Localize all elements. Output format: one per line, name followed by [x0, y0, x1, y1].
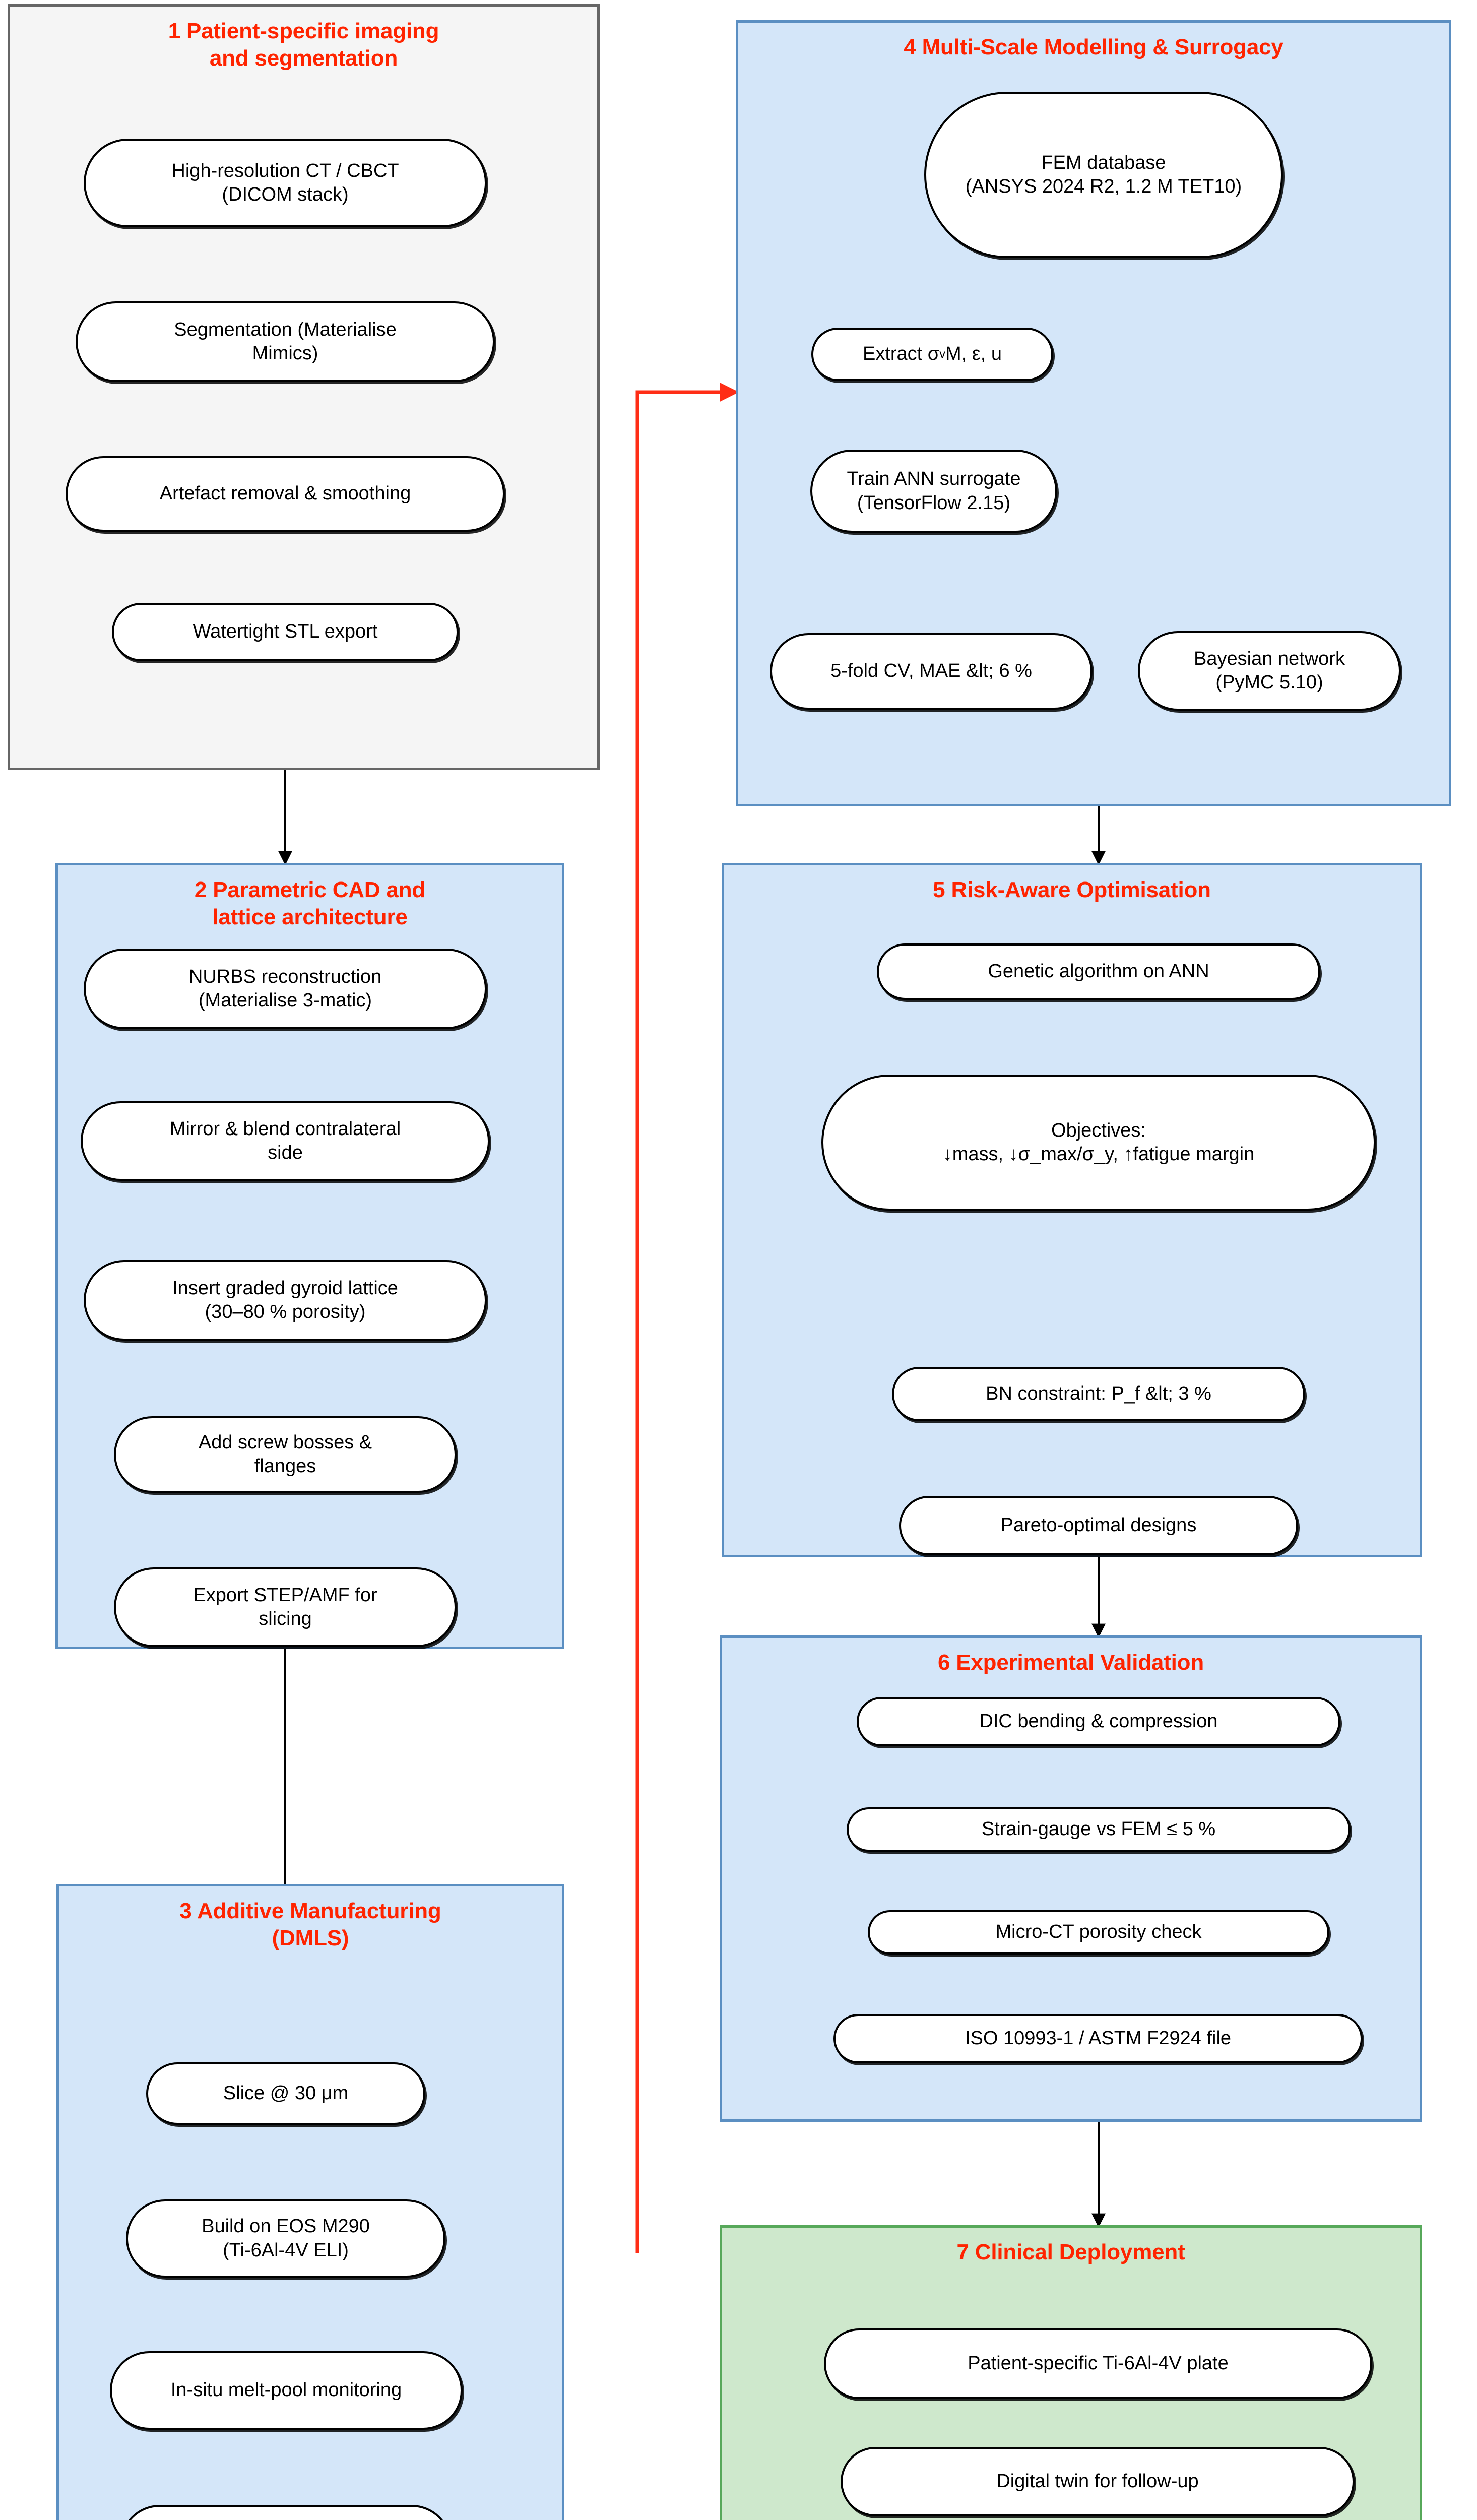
node-microct-porosity[interactable]: Micro-CT porosity check: [868, 1910, 1329, 1955]
node-gyroid-lattice[interactable]: Insert graded gyroid lattice (30–80 % po…: [84, 1260, 487, 1341]
node-high-resolution-ct[interactable]: High-resolution CT / CBCT (DICOM stack): [84, 139, 487, 227]
node-screw-bosses[interactable]: Add screw bosses & flanges: [114, 1416, 457, 1493]
node-mirror-blend[interactable]: Mirror & blend contralateral side: [81, 1101, 490, 1181]
node-strain-gauge[interactable]: Strain-gauge vs FEM ≤ 5 %: [847, 1807, 1351, 1852]
node-hip-polishing[interactable]: HIP 920 °C / 100 MPa 2 h + polishing: [120, 2505, 452, 2520]
node-bayesian-network[interactable]: Bayesian network (PyMC 5.10): [1138, 631, 1401, 711]
cluster-title-3: 3 Additive Manufacturing (DMLS): [179, 1899, 441, 1950]
cluster-title-4: 4 Multi-Scale Modelling & Surrogacy: [904, 35, 1283, 59]
node-iso-astm-file[interactable]: ISO 10993-1 / ASTM F2924 file: [833, 2014, 1363, 2063]
cluster-title-2: 2 Parametric CAD and lattice architectur…: [194, 877, 426, 929]
cluster-title-1: 1 Patient-specific imaging and segmentat…: [168, 19, 439, 71]
node-genetic-algorithm[interactable]: Genetic algorithm on ANN: [877, 943, 1320, 1000]
node-fem-database[interactable]: FEM database (ANSYS 2024 R2, 1.2 M TET10…: [924, 92, 1283, 258]
node-train-ann-surrogate[interactable]: Train ANN surrogate (TensorFlow 2.15): [810, 450, 1057, 533]
node-5fold-cv[interactable]: 5-fold CV, MAE &lt; 6 %: [770, 633, 1093, 710]
node-segmentation[interactable]: Segmentation (Materialise Mimics): [76, 301, 495, 382]
node-patient-specific-plate[interactable]: Patient-specific Ti-6Al-4V plate: [824, 2328, 1372, 2399]
node-build-eos-m290[interactable]: Build on EOS M290 (Ti-6Al-4V ELI): [126, 2199, 445, 2278]
node-artefact-removal[interactable]: Artefact removal & smoothing: [66, 456, 505, 532]
node-digital-twin[interactable]: Digital twin for follow-up: [841, 2447, 1355, 2516]
node-export-step-amf[interactable]: Export STEP/AMF for slicing: [114, 1567, 457, 1647]
node-dic-bending[interactable]: DIC bending & compression: [857, 1697, 1340, 1746]
node-pareto-optimal[interactable]: Pareto-optimal designs: [899, 1496, 1298, 1555]
cluster-title-6: 6 Experimental Validation: [937, 1650, 1204, 1675]
node-watertight-stl[interactable]: Watertight STL export: [112, 603, 459, 661]
node-nurbs-reconstruction[interactable]: NURBS reconstruction (Materialise 3-mati…: [84, 949, 487, 1029]
node-bn-constraint[interactable]: BN constraint: P_f &lt; 3 %: [892, 1367, 1305, 1421]
cluster-title-7: 7 Clinical Deployment: [956, 2240, 1185, 2264]
node-slice-30um[interactable]: Slice @ 30 μm: [146, 2062, 425, 2125]
node-objectives[interactable]: Objectives: ↓mass, ↓σ_max/σ_y, ↑fatigue …: [821, 1075, 1376, 1211]
node-melt-pool-monitoring[interactable]: In-situ melt-pool monitoring: [110, 2351, 463, 2430]
cluster-title-5: 5 Risk-Aware Optimisation: [933, 877, 1211, 902]
